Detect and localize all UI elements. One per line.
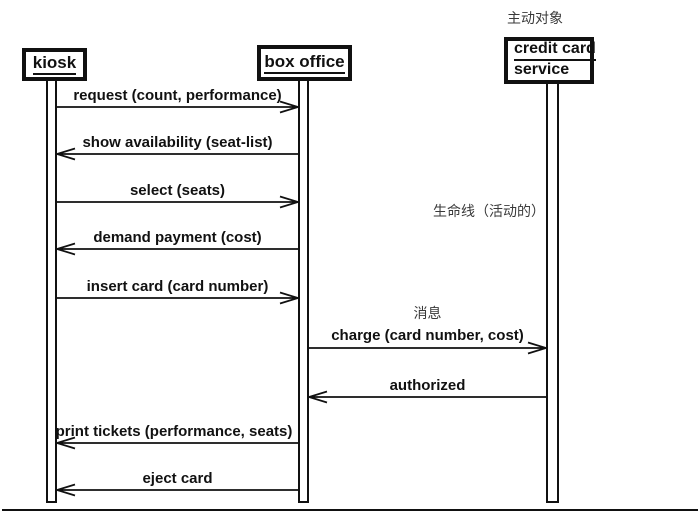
message-label-charge: charge (card number, cost) bbox=[331, 327, 524, 344]
message-label-authorized: authorized bbox=[389, 377, 466, 394]
message-arrow-eject-card bbox=[54, 483, 298, 497]
actor-credit-card-service-label-line2: service bbox=[514, 61, 570, 82]
message-arrow-print-tickets bbox=[54, 436, 298, 450]
message-label-demand-payment: demand payment (cost) bbox=[93, 229, 262, 246]
message-label-request: request (count, performance) bbox=[73, 87, 282, 104]
actor-kiosk: kiosk bbox=[22, 48, 87, 81]
message-label-show-availability: show availability (seat-list) bbox=[82, 134, 273, 151]
actor-credit-card-service: credit card service bbox=[504, 37, 596, 84]
actor-credit-card-service-label-line1: credit card bbox=[514, 40, 596, 61]
message-label-eject-card: eject card bbox=[142, 470, 213, 487]
message-arrow-show-availability bbox=[54, 147, 298, 161]
actor-box-office-label: box office bbox=[264, 52, 345, 74]
actor-kiosk-label: kiosk bbox=[32, 54, 77, 75]
message-label-select: select (seats) bbox=[129, 182, 226, 199]
message-label-print-tickets: print tickets (performance, seats) bbox=[55, 423, 293, 440]
lifeline-box-office bbox=[298, 81, 309, 503]
actor-box-office: box office bbox=[257, 45, 352, 81]
message-arrow-charge bbox=[309, 341, 549, 355]
lifeline-kiosk bbox=[46, 81, 57, 503]
annotation-message: 消息 bbox=[413, 305, 442, 321]
annotation-lifeline-active: 生命线（活动的） bbox=[433, 203, 545, 219]
annotation-active-object: 主动对象 bbox=[507, 10, 563, 26]
message-arrow-demand-payment bbox=[54, 242, 298, 256]
message-label-insert-card: insert card (card number) bbox=[86, 278, 269, 295]
page-bottom-rule bbox=[2, 509, 698, 511]
lifeline-credit-card-service bbox=[546, 84, 559, 503]
message-arrow-authorized bbox=[306, 390, 546, 404]
